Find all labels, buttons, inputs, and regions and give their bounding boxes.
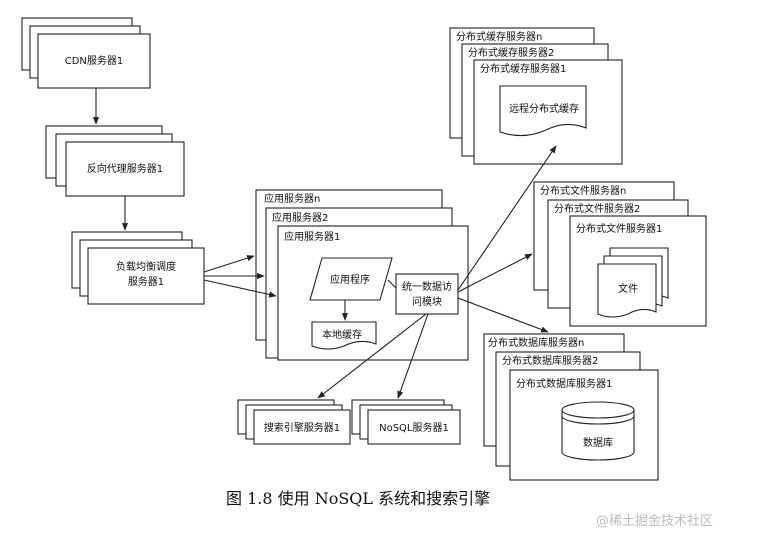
arrow-uda-to-file <box>457 253 533 293</box>
app-server-2-label: 应用服务器2 <box>272 211 328 224</box>
load-balancer-label-2: 服务器1 <box>128 275 164 288</box>
arrow-lb-to-app-1 <box>203 279 277 298</box>
cache-server-1-label: 分布式缓存服务器1 <box>480 62 566 75</box>
remote-cache-label: 远程分布式缓存 <box>509 102 579 115</box>
app-program-label: 应用程序 <box>330 273 370 286</box>
watermark: @稀土掘金技术社区 <box>596 513 713 529</box>
unified-data-access-label-1: 统一数据访 <box>402 280 452 293</box>
nosql-label: NoSQL服务器1 <box>379 421 449 434</box>
search-engine-label: 搜索引擎服务器1 <box>264 421 340 434</box>
cdn-server-stack: CDN服务器1 <box>21 17 151 89</box>
unified-data-access-box <box>395 273 459 315</box>
arrow-uda-to-db <box>457 297 549 333</box>
remote-cache-shape <box>499 85 587 137</box>
arrow-uda-to-cache <box>457 145 557 291</box>
figure-caption: 图 1.8 使用 NoSQL 系统和搜索引擎 <box>226 489 490 508</box>
reverse-proxy-label: 反向代理服务器1 <box>87 162 163 175</box>
local-cache-shape <box>311 321 377 350</box>
db-server-2-label: 分布式数据库服务器2 <box>502 354 598 367</box>
app-server-n-label: 应用服务器n <box>264 192 320 205</box>
db-server-n-label: 分布式数据库服务器n <box>488 336 584 349</box>
database-label: 数据库 <box>583 436 613 449</box>
distributed-cache-stack: 分布式缓存服务器n 分布式缓存服务器2 分布式缓存服务器1 远程分布式缓存 <box>449 27 623 165</box>
unified-data-access-label-2: 问模块 <box>412 295 442 308</box>
app-server-1-label: 应用服务器1 <box>284 230 340 243</box>
link-app-to-uda <box>387 279 397 289</box>
file-server-2-label: 分布式文件服务器2 <box>554 202 640 215</box>
file-label: 文件 <box>618 282 638 295</box>
cache-server-2-label: 分布式缓存服务器2 <box>468 46 554 59</box>
app-program-shape <box>309 257 393 301</box>
file-server-n-label: 分布式文件服务器n <box>540 184 626 197</box>
file-server-1-label: 分布式文件服务器1 <box>576 222 662 235</box>
load-balancer-stack: 负载均衡调度 服务器1 <box>71 231 205 305</box>
app-server-stack: 应用服务器n 应用服务器2 应用服务器1 应用程序 本地缓存 统一数据访 问模块 <box>255 189 469 361</box>
database-cylinder-icon <box>561 401 635 461</box>
reverse-proxy-stack: 反向代理服务器1 <box>45 125 185 197</box>
file-documents-shape <box>597 263 657 318</box>
cdn-server-label: CDN服务器1 <box>65 54 124 67</box>
distributed-database-stack: 分布式数据库服务器n 分布式数据库服务器2 分布式数据库服务器1 数据库 <box>483 333 659 481</box>
arrow-lb-to-app-n <box>203 255 255 273</box>
local-cache-label: 本地缓存 <box>322 328 362 341</box>
load-balancer-label-1: 负载均衡调度 <box>116 260 176 273</box>
distributed-file-stack: 分布式文件服务器n 分布式文件服务器2 分布式文件服务器1 文件 <box>533 181 707 327</box>
db-server-1-label: 分布式数据库服务器1 <box>516 377 612 390</box>
arrow-uda-to-search <box>317 313 427 399</box>
cache-server-n-label: 分布式缓存服务器n <box>456 30 542 43</box>
nosql-stack: NoSQL服务器1 <box>351 399 461 445</box>
arrow-uda-to-nosql <box>397 313 429 399</box>
search-engine-stack: 搜索引擎服务器1 <box>237 399 351 445</box>
